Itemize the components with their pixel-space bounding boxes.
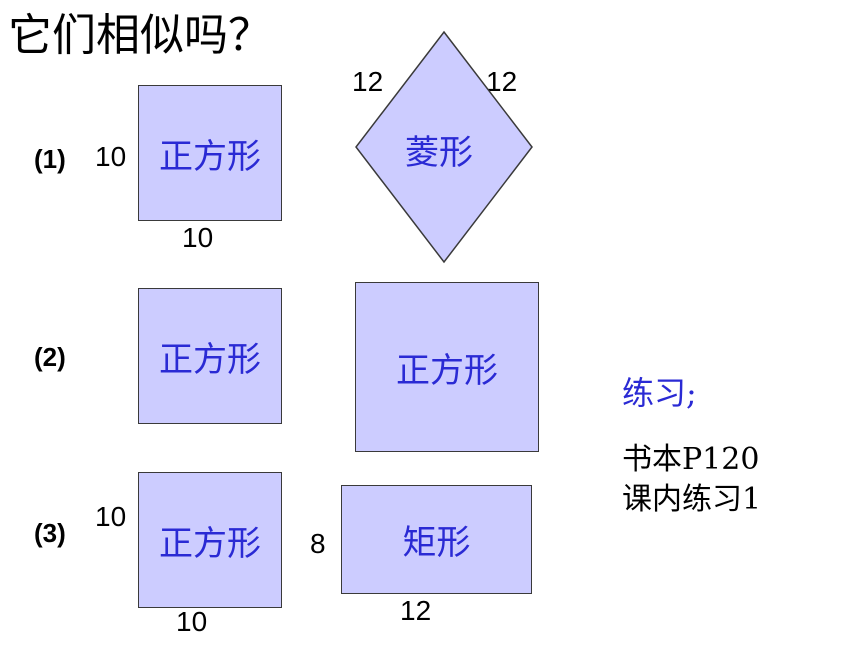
row-2-label: (2) <box>34 342 66 372</box>
row-3-rectangle: 矩形 <box>341 485 532 594</box>
row-1-square-bottom-label: 10 <box>182 222 214 253</box>
row-3-rectangle-label: 矩形 <box>402 523 471 563</box>
row-3-label: (3) <box>34 518 66 548</box>
rhombus-edge-label-right: 12 <box>486 66 518 97</box>
row-1-square: 正方形 <box>138 85 282 221</box>
page-title: 它们相似吗？ <box>8 10 272 61</box>
rhombus-shape <box>355 30 533 264</box>
row-1-label: (1) <box>34 144 66 174</box>
row-1-rhombus <box>355 30 533 264</box>
row-3-square: 正方形 <box>138 472 282 608</box>
exercise-line-1: 书本P120 <box>622 442 760 477</box>
row-3-square-label: 正方形 <box>159 523 261 564</box>
row-3-square-side-label: 10 <box>95 501 127 532</box>
row-1-square-label: 正方形 <box>159 136 261 177</box>
row-1-rhombus-label: 菱形 <box>405 133 473 173</box>
rhombus-edge-label-left: 12 <box>352 66 384 97</box>
row-1-square-side-label: 10 <box>95 141 127 172</box>
rectangle-side-label: 8 <box>310 528 326 559</box>
rectangle-bottom-label: 12 <box>400 595 432 626</box>
exercise-line-2: 课内练习1 <box>622 482 762 517</box>
exercise-heading: 练习; <box>622 374 697 412</box>
row-2-large-square: 正方形 <box>355 282 539 452</box>
row-2-small-square-label: 正方形 <box>159 339 261 380</box>
row-2-large-square-label: 正方形 <box>396 350 498 391</box>
row-3-square-bottom-label: 10 <box>176 606 208 637</box>
row-2-small-square: 正方形 <box>138 288 282 424</box>
